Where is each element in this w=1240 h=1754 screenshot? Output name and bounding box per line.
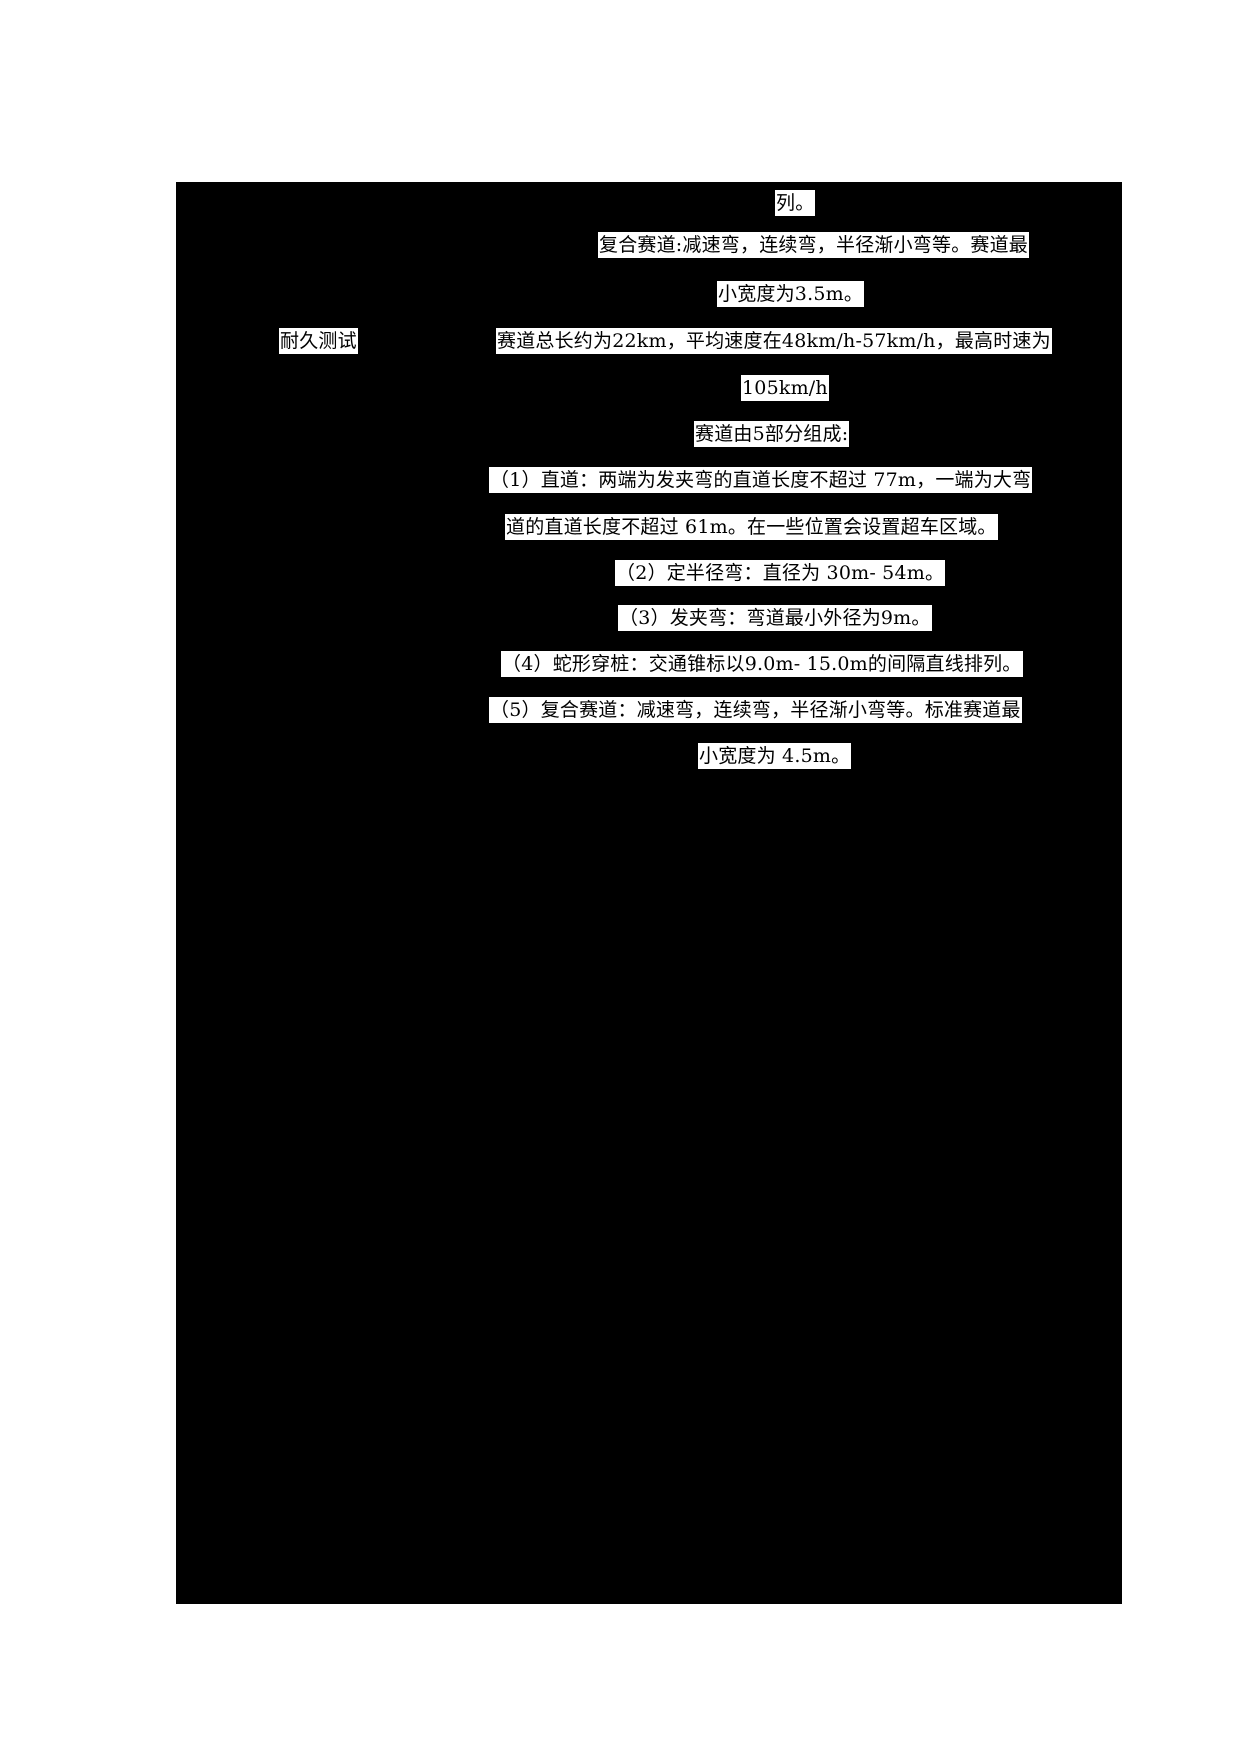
list-item-constant-radius: （2）定半径弯：直径为 30m- 54m。 bbox=[615, 560, 946, 586]
list-item-slalom: （4）蛇形穿桩：交通锥标以9.0m- 15.0m的间隔直线排列。 bbox=[501, 651, 1023, 677]
list-item-complex-track-cont: 小宽度为 4.5m。 bbox=[698, 743, 852, 769]
redacted-table-block bbox=[176, 182, 1122, 1604]
list-item-straight-cont: 道的直道长度不超过 61m。在一些位置会设置超车区域。 bbox=[505, 514, 998, 540]
table-cell-text: 105km/h bbox=[741, 375, 829, 401]
table-cell-text: 赛道由5部分组成: bbox=[694, 421, 850, 447]
table-cell-text: 小宽度为3.5m。 bbox=[717, 281, 865, 307]
table-cell-text: 复合赛道:减速弯，连续弯，半径渐小弯等。赛道最 bbox=[598, 232, 1030, 258]
row-label-endurance-test: 耐久测试 bbox=[279, 328, 358, 354]
list-item-complex-track: （5）复合赛道：减速弯，连续弯，半径渐小弯等。标准赛道最 bbox=[489, 697, 1022, 723]
table-cell-text: 列。 bbox=[775, 190, 816, 216]
list-item-straight: （1）直道：两端为发夹弯的直道长度不超过 77m，一端为大弯 bbox=[489, 467, 1033, 493]
table-cell-text: 赛道总长约为22km，平均速度在48km/h-57km/h，最高时速为 bbox=[496, 328, 1052, 354]
list-item-hairpin: （3）发夹弯：弯道最小外径为9m。 bbox=[618, 605, 932, 631]
